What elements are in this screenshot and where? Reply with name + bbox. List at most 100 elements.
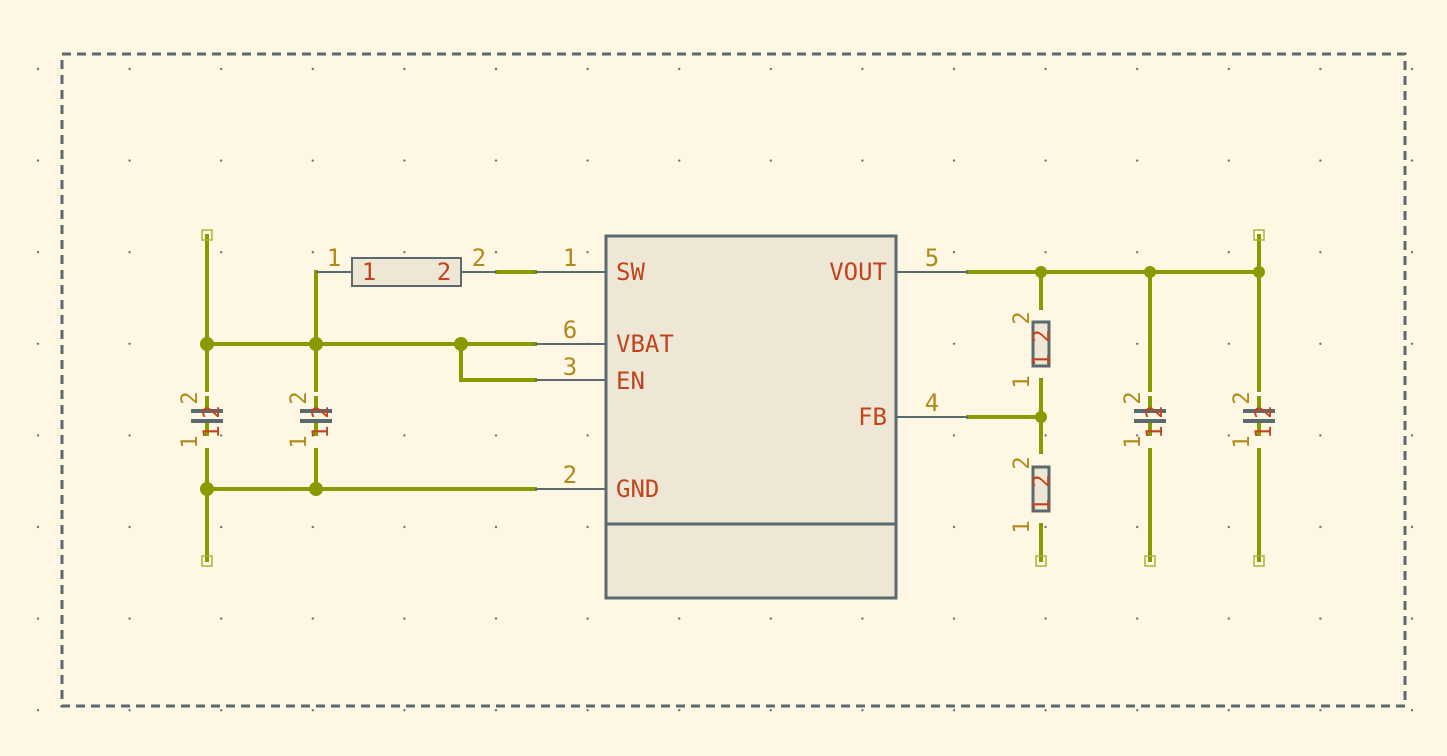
pin-stubs	[316, 271, 968, 490]
wire-end-marker	[201, 555, 213, 567]
grid-dot	[952, 434, 956, 437]
capacitor-pin-number: 2	[287, 391, 312, 404]
grid-dot	[1044, 251, 1047, 254]
pin-number-gnd: 2	[563, 461, 577, 489]
grid-dot	[220, 67, 223, 71]
grid-dot	[769, 159, 772, 162]
ic-symbol[interactable]: SW VBAT EN GND VOUT FB 1 6 3 2 5 4	[563, 234, 939, 600]
inductor-pin1-number: 1	[327, 244, 341, 272]
junction-dot	[1144, 266, 1156, 278]
grid-dot	[1136, 434, 1139, 437]
grid-dot	[128, 159, 131, 162]
grid-dot	[1044, 159, 1047, 162]
grid-dot	[220, 525, 223, 529]
grid-dot	[1044, 67, 1047, 71]
grid-dot	[1136, 67, 1139, 71]
grid-dot	[586, 159, 589, 162]
grid-dot	[586, 434, 589, 437]
grid-dot	[494, 434, 498, 437]
grid-dot	[678, 709, 681, 712]
grid-dot	[1410, 159, 1414, 162]
grid-dot	[128, 342, 131, 345]
capacitor-pin-name: 2	[309, 405, 334, 418]
grid-dot	[1227, 434, 1231, 437]
junction-dot	[1035, 266, 1047, 278]
grid-dot	[128, 709, 131, 712]
grid-dot	[769, 617, 772, 620]
grid-dot	[311, 251, 314, 254]
grid-dot	[586, 525, 589, 529]
grid-dot	[311, 525, 314, 529]
grid-dot	[36, 342, 40, 345]
grid-dot	[1227, 67, 1231, 71]
grid-dot	[861, 159, 864, 162]
grid-dot	[128, 434, 131, 437]
grid-dot	[952, 67, 956, 71]
grid-dot	[1227, 159, 1231, 162]
grid-dot	[311, 434, 314, 437]
grid-dot	[220, 617, 223, 620]
grid-dot	[952, 525, 956, 529]
capacitor-pin-number: 2	[1230, 391, 1255, 404]
resistor-pin-number: 1	[1010, 520, 1035, 533]
grid-dot	[1136, 159, 1139, 162]
resistor-pin-name: 1	[1030, 353, 1055, 366]
grid-dot	[678, 159, 681, 162]
resistor-pin-number: 2	[1010, 311, 1035, 324]
grid-dot	[952, 342, 956, 345]
junction-dot	[309, 337, 323, 351]
grid-dot	[220, 434, 223, 437]
grid-dot	[952, 709, 956, 712]
grid-dot	[36, 525, 40, 529]
inductor-symbol[interactable]: 1 2 1 2	[327, 244, 486, 287]
grid-dots	[36, 67, 1414, 712]
grid-dot	[1410, 434, 1414, 437]
wire-end-marker	[1253, 229, 1265, 241]
capacitor-pin-number: 1	[287, 435, 312, 448]
ic-body	[604, 234, 898, 600]
grid-dot	[861, 709, 864, 712]
grid-dot	[1319, 67, 1322, 71]
grid-dot	[494, 617, 498, 620]
grid-dot	[128, 617, 131, 620]
grid-dot	[494, 525, 498, 529]
wire-end-marker	[201, 229, 213, 241]
junctions	[200, 266, 1265, 496]
grid-dot	[1227, 709, 1231, 712]
grid-dot	[494, 159, 498, 162]
grid-dot	[1410, 525, 1414, 529]
pin-number-en: 3	[563, 353, 577, 381]
resistor-pin-name: 2	[1030, 329, 1055, 342]
pin-name-sw: SW	[616, 258, 645, 286]
grid-dot	[220, 159, 223, 162]
grid-dot	[403, 251, 406, 254]
capacitor-pin-name: 2	[1143, 405, 1168, 418]
grid-dot	[311, 159, 314, 162]
junction-dot	[1035, 411, 1047, 423]
junction-dot	[1253, 266, 1265, 278]
inductor-pin2-name: 2	[437, 258, 451, 286]
grid-dot	[769, 67, 772, 71]
grid-dot	[678, 67, 681, 71]
grid-dot	[220, 251, 223, 254]
junction-dot	[309, 482, 323, 496]
grid-dot	[1319, 342, 1322, 345]
resistor-pin-name: 2	[1030, 474, 1055, 487]
grid-dot	[678, 617, 681, 620]
grid-dot	[861, 67, 864, 71]
grid-dot	[1044, 434, 1047, 437]
grid-dot	[128, 67, 131, 71]
grid-dot	[1044, 525, 1047, 529]
capacitor-pin-name: 2	[1252, 405, 1277, 418]
junction-dot	[454, 337, 468, 351]
pin-name-fb: FB	[858, 403, 887, 431]
pin-name-vbat: VBAT	[616, 330, 674, 358]
grid-dot	[36, 709, 40, 712]
wire-end-markers	[201, 229, 1265, 567]
